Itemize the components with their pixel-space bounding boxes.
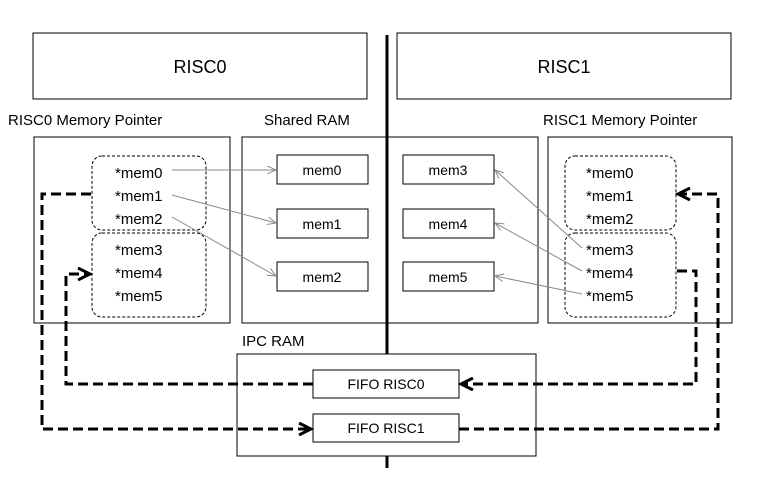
ipc-flows [40, 192, 720, 431]
arrow-risc0-mem1 [171, 194, 276, 223]
svg-text:mem1: mem1 [303, 216, 342, 232]
risc0-label: RISC0 [173, 57, 226, 77]
risc1-label: RISC1 [537, 57, 590, 77]
risc0-memory-pointer-panel: *mem0 *mem1 *mem2 *mem3 *mem4 *mem5 [33, 136, 231, 324]
risc0-pointer: *mem3 [115, 242, 163, 259]
svg-text:mem3: mem3 [429, 162, 468, 178]
ipc-ram-label: IPC RAM [242, 333, 305, 350]
svg-text:mem2: mem2 [303, 269, 342, 285]
flow-fifo-risc0-to-risc0 [64, 274, 313, 386]
risc1-pointer: *mem4 [586, 265, 634, 282]
svg-text:mem5: mem5 [429, 269, 468, 285]
risc0-pointer: *mem1 [115, 188, 163, 205]
risc1-pointer: *mem3 [586, 242, 634, 259]
shared-ram-block-mem1 [276, 208, 369, 239]
shared-ram-label: Shared RAM [264, 112, 350, 129]
arrow-risc1-mem4 [495, 223, 583, 272]
shared-ram-block-mem0 [276, 154, 369, 185]
risc1-memory-pointer-label: RISC1 Memory Pointer [543, 112, 697, 129]
pointer-arrows [171, 170, 583, 295]
risc1-pointer-group-received [564, 155, 677, 231]
risc0-pointer: *mem4 [115, 265, 163, 282]
svg-text:mem4: mem4 [429, 216, 468, 232]
svg-text:mem0: mem0 [303, 162, 342, 178]
risc1-pointer: *mem2 [586, 211, 634, 228]
shared-ram-block-mem4 [402, 208, 495, 239]
risc1-memory-pointer-panel: *mem0 *mem1 *mem2 *mem3 *mem4 *mem5 [547, 136, 733, 324]
arrow-risc1-mem5 [495, 276, 583, 295]
risc1-pointer: *mem1 [586, 188, 634, 205]
shared-ram-block-mem2 [276, 261, 369, 292]
risc0-pointer: *mem0 [115, 165, 163, 182]
flow-risc0-to-fifo-risc1 [40, 192, 311, 429]
shared-ram-block-mem3 [402, 154, 495, 185]
shared-ram-panel: mem0 mem1 mem2 mem3 mem4 mem5 [241, 136, 539, 324]
shared-ram-block-mem5 [402, 261, 495, 292]
flow-fifo-risc1-to-risc1 [459, 194, 720, 431]
risc0-pointer: *mem5 [115, 288, 163, 305]
risc0-pointer-group-own [91, 155, 207, 231]
risc1-pointer-group-own [564, 232, 677, 318]
fifo-risc0-block [312, 369, 460, 399]
fifo-risc1-block [312, 413, 460, 443]
risc1-pointer: *mem0 [586, 165, 634, 182]
risc0-processor-block: RISC0 [32, 32, 368, 100]
ipc-ram-panel: FIFO RISC0 FIFO RISC1 [236, 353, 537, 457]
risc0-memory-pointer-label: RISC0 Memory Pointer [8, 112, 162, 129]
risc0-pointer: *mem2 [115, 211, 163, 228]
fifo-risc1-label: FIFO RISC1 [347, 420, 424, 436]
risc1-pointer: *mem5 [586, 288, 634, 305]
risc1-processor-block: RISC1 [396, 32, 732, 100]
arrow-risc0-mem2 [171, 216, 276, 276]
arrow-risc1-mem3 [495, 170, 583, 249]
fifo-risc0-label: FIFO RISC0 [347, 376, 424, 392]
flow-risc1-to-fifo-risc0 [461, 269, 698, 384]
